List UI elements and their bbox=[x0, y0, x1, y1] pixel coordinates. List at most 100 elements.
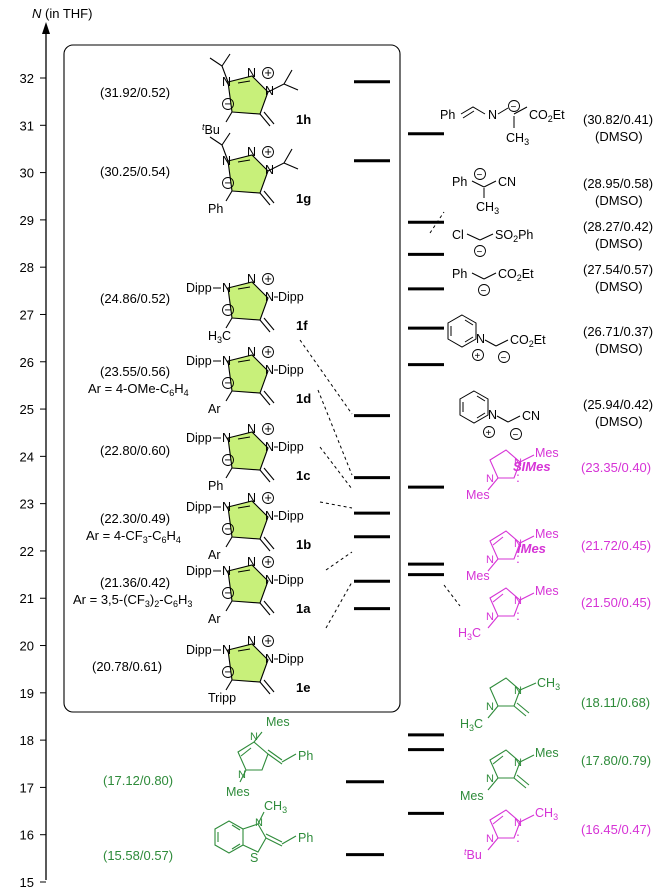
plus-1e: + bbox=[265, 634, 272, 648]
svg-text:N: N bbox=[486, 833, 494, 845]
ar-1d: Ar = 4-OMe-C6H4 bbox=[88, 381, 189, 398]
methylene-a-1e bbox=[259, 681, 271, 695]
plus-1g: + bbox=[265, 145, 272, 159]
svg-text:Ph: Ph bbox=[452, 175, 467, 189]
methylene-a-1a bbox=[259, 602, 271, 616]
svg-text:CH3: CH3 bbox=[476, 200, 499, 216]
dipp-left-1b: Dipp bbox=[186, 500, 212, 514]
y-tick-label-24: 24 bbox=[20, 449, 34, 464]
compound-code-1b: 1b bbox=[296, 537, 311, 552]
svg-text:CH3: CH3 bbox=[506, 131, 529, 147]
ring-double-1h bbox=[237, 80, 251, 84]
y-tick-label-31: 31 bbox=[20, 118, 34, 133]
atom-n1-1b: N bbox=[222, 500, 231, 514]
y-tick-label-30: 30 bbox=[20, 166, 34, 181]
svg-text:N: N bbox=[486, 701, 494, 713]
svg-text:H3C: H3C bbox=[458, 626, 481, 642]
dipp-right-1b: Dipp bbox=[278, 509, 304, 523]
svg-text:N: N bbox=[514, 757, 522, 769]
atom-n3-1d: N bbox=[265, 363, 274, 377]
value-ref-chloro-sulfone: (28.27/0.42) bbox=[583, 219, 653, 234]
compound-code-1e: 1e bbox=[296, 680, 310, 695]
svg-text:Mes: Mes bbox=[466, 488, 490, 502]
value-1c: (22.80/0.60) bbox=[100, 443, 170, 458]
y-axis: N (in THF) 15161718192021222324252627282… bbox=[20, 6, 93, 890]
level-bars bbox=[346, 80, 444, 857]
y-tick-label-25: 25 bbox=[20, 402, 34, 417]
ring-bonds-1d bbox=[227, 354, 269, 394]
y-axis-arrow bbox=[42, 22, 50, 34]
value-carbene-methyl: (21.50/0.45) bbox=[581, 595, 651, 610]
y-tick-label-26: 26 bbox=[20, 355, 34, 370]
svg-text:N: N bbox=[488, 108, 497, 122]
methylene-a-1b bbox=[259, 538, 271, 552]
methylene-b-1h bbox=[263, 111, 275, 125]
svg-text:H3C: H3C bbox=[460, 717, 483, 733]
value-ref-imine: (30.82/0.41) bbox=[583, 112, 653, 127]
ring-fill-1h bbox=[228, 76, 268, 114]
y-tick-label-18: 18 bbox=[20, 733, 34, 748]
methylene-a-1g bbox=[259, 192, 271, 206]
substituent-1c: Ph bbox=[208, 479, 223, 493]
compound-code-1d: 1d bbox=[296, 391, 311, 406]
svg-text:CN: CN bbox=[522, 409, 540, 423]
connector-methyl-imes bbox=[443, 584, 461, 607]
substituent-1a: Ar bbox=[208, 612, 221, 626]
y-tick-label-28: 28 bbox=[20, 260, 34, 275]
svg-text:tBu: tBu bbox=[464, 847, 482, 862]
methylene-b-1b bbox=[263, 536, 275, 550]
solvent-ref-phenylacetate: (DMSO) bbox=[595, 279, 643, 294]
minus-circle-1d bbox=[222, 377, 234, 389]
ring-bonds-1c bbox=[227, 431, 269, 471]
ring-double-1c bbox=[237, 436, 251, 440]
methylene-b-1c bbox=[263, 467, 275, 481]
svg-text:S: S bbox=[250, 851, 258, 865]
plus-1d: + bbox=[265, 345, 272, 359]
dipp-left-1c: Dipp bbox=[186, 431, 212, 445]
ref-pyridinium-nitrile-ylide: N + − CN (25.94/0.42) (DMSO) bbox=[459, 390, 653, 441]
svg-text:N: N bbox=[476, 332, 485, 346]
solvent-ref-pyridinium-ester: (DMSO) bbox=[595, 341, 643, 356]
plus-circle-1d bbox=[262, 346, 274, 358]
value-carbene-tbu: (16.45/0.47) bbox=[581, 822, 651, 837]
atom-n2-1b: N bbox=[247, 491, 256, 505]
svg-text:Mes: Mes bbox=[460, 789, 484, 803]
carbenes bbox=[487, 449, 535, 851]
ring-fill-1e bbox=[228, 644, 268, 682]
name-imes: IMes bbox=[517, 541, 546, 556]
y-tick-label-19: 19 bbox=[20, 686, 34, 701]
value-1h: (31.92/0.52) bbox=[100, 85, 170, 100]
ring-bonds-1h bbox=[227, 75, 269, 115]
value-olefin-left-1: (17.12/0.80) bbox=[103, 773, 173, 788]
value-ref-phenyl-nitrile: (28.95/0.58) bbox=[583, 176, 653, 191]
y-tick-label-29: 29 bbox=[20, 213, 34, 228]
plus-1h: + bbox=[265, 66, 272, 80]
triazole-labels: (31.92/0.52) (30.25/0.54) (24.86/0.52) (… bbox=[73, 85, 192, 674]
svg-text:Mes: Mes bbox=[266, 715, 290, 729]
plus-circle-1f bbox=[262, 273, 274, 285]
value-1e: (20.78/0.61) bbox=[92, 659, 162, 674]
methylene-b-1e bbox=[263, 679, 275, 693]
plus-circle-1b bbox=[262, 492, 274, 504]
atom-n2-1a: N bbox=[247, 555, 256, 569]
minus-1b: − bbox=[225, 522, 232, 536]
minus-1d: − bbox=[225, 376, 232, 390]
solvent-ref-phenyl-nitrile: (DMSO) bbox=[595, 193, 643, 208]
atom-n2-1g: N bbox=[247, 145, 256, 159]
triazole-series-frame bbox=[63, 44, 401, 713]
plus-circle-1e bbox=[262, 635, 274, 647]
svg-text:CO2Et: CO2Et bbox=[529, 108, 565, 124]
plus-1f: + bbox=[265, 272, 272, 286]
atom-n2-1e: N bbox=[247, 634, 256, 648]
value-olefin-left-2: (15.58/0.57) bbox=[103, 848, 173, 863]
value-1a: (21.36/0.42) bbox=[100, 575, 170, 590]
plus-1b: + bbox=[265, 491, 272, 505]
ref-phenylacetate: Ph − CO2Et (27.54/0.57) (DMSO) bbox=[452, 262, 653, 297]
svg-text:−: − bbox=[513, 430, 519, 441]
svg-text:Ph: Ph bbox=[440, 108, 455, 122]
y-axis-title: N (in THF) bbox=[32, 6, 92, 21]
